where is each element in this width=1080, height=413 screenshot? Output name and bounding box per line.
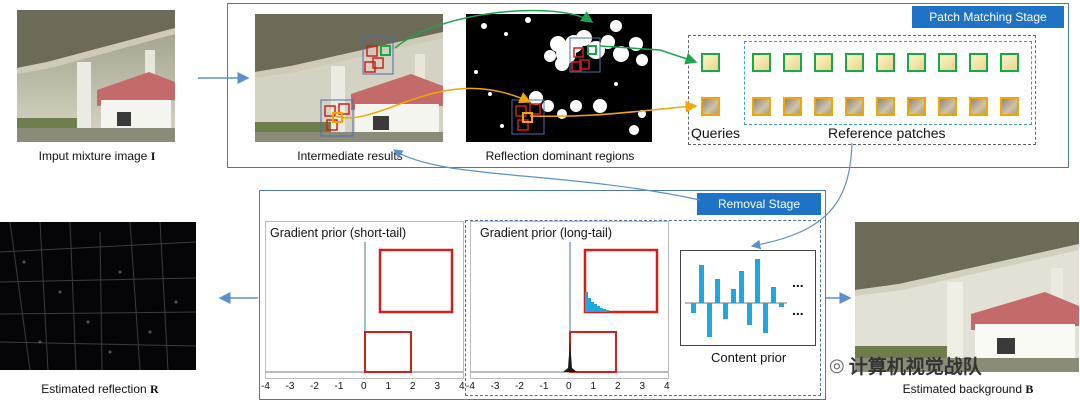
x-tick-label: 4 — [459, 381, 465, 392]
estimated-background-image — [855, 222, 1079, 372]
reference-patch-green — [845, 53, 864, 72]
input-caption-text: Imput mixture image — [38, 149, 148, 163]
x-tick-label: 4 — [664, 381, 670, 392]
x-tick-label: 0 — [566, 381, 572, 392]
x-tick-label: -1 — [539, 381, 549, 392]
reference-patch-orange — [845, 97, 864, 116]
x-tick-label: 2 — [410, 381, 416, 392]
x-tick-label: -4 — [466, 381, 475, 392]
content-prior-plot — [680, 250, 816, 346]
x-tick-label: -4 — [261, 381, 270, 392]
x-tick-label: -1 — [334, 381, 344, 392]
estimated-background-text: Estimated background — [902, 382, 1023, 396]
intermediate-results-image — [255, 14, 443, 142]
short-tail-plot — [265, 221, 464, 379]
reference-patches-label: Reference patches — [828, 125, 946, 141]
reference-patches-box — [744, 41, 1032, 125]
x-tick-label: -2 — [515, 381, 524, 392]
x-tick-label: 1 — [385, 381, 392, 392]
reference-patch-green — [752, 53, 771, 72]
watermark-text: 计算机视觉战队 — [848, 356, 982, 378]
reference-patch-orange — [969, 97, 988, 116]
reference-patch-green — [938, 53, 957, 72]
reference-patch-orange — [907, 97, 926, 116]
reflection-symbol: R — [150, 382, 159, 396]
reference-patch-orange — [1000, 97, 1019, 116]
x-tick-label: 2 — [615, 381, 621, 392]
reference-patch-green — [907, 53, 926, 72]
reflection-dominant-regions-image — [466, 14, 652, 142]
reference-patch-green — [1000, 53, 1019, 72]
reference-patch-green — [814, 53, 833, 72]
input-symbol: I — [150, 149, 156, 163]
estimated-reflection-text: Estimated reflection — [41, 382, 147, 396]
reference-patch-green — [783, 53, 802, 72]
wechat-icon: ◎ — [829, 355, 845, 375]
short-tail-title: Gradient prior (short-tail) — [270, 226, 407, 240]
x-tick-label: -2 — [310, 381, 319, 392]
query-patch-green — [701, 53, 720, 72]
patch-area-box — [688, 35, 1036, 145]
background-symbol: B — [1025, 382, 1034, 396]
input-mixture-image — [17, 10, 175, 142]
x-tick-label: 3 — [434, 381, 441, 392]
x-tick-label: 0 — [361, 381, 367, 392]
content-prior-label: Content prior — [711, 350, 787, 365]
estimated-reflection-image — [0, 222, 196, 370]
query-patch-orange — [701, 97, 720, 116]
removal-stage-title: Removal Stage — [697, 193, 821, 215]
x-tick-label: -3 — [490, 381, 500, 392]
reference-patch-orange — [814, 97, 833, 116]
reference-patch-green — [969, 53, 988, 72]
reflection-regions-caption: Reflection dominant regions — [485, 149, 635, 163]
reference-patch-orange — [752, 97, 771, 116]
queries-label: Queries — [691, 125, 741, 141]
x-tick-label: 1 — [590, 381, 597, 392]
estimated-reflection-caption: Estimated reflection R — [20, 382, 180, 397]
reference-patch-orange — [876, 97, 895, 116]
estimated-background-caption: Estimated background B — [880, 382, 1056, 397]
content-prior-ellipsis-top: ... — [792, 274, 804, 290]
x-tick-label: -3 — [285, 381, 295, 392]
reference-patch-orange — [938, 97, 957, 116]
long-tail-plot — [470, 221, 669, 379]
removal-dashed-box — [465, 220, 821, 396]
patch-matching-stage-title: Patch Matching Stage — [912, 6, 1064, 28]
reference-patch-green — [876, 53, 895, 72]
long-tail-title: Gradient prior (long-tail) — [480, 226, 612, 240]
content-prior-ellipsis-bottom: ... — [792, 302, 804, 318]
input-caption: Imput mixture image I — [22, 149, 172, 164]
watermark: ◎ 计算机视觉战队 — [829, 352, 982, 379]
x-tick-label: 3 — [639, 381, 646, 392]
reference-patch-orange — [783, 97, 802, 116]
intermediate-caption: Intermediate results — [297, 149, 403, 163]
